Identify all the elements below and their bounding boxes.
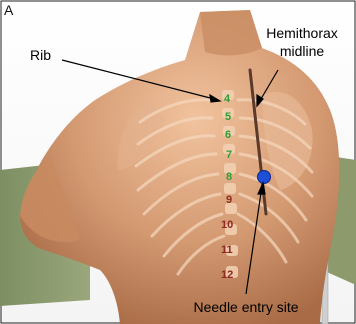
rib-number-9: 9 [226, 194, 232, 206]
hemithorax-line2: midline [250, 42, 354, 60]
rib-number-4: 4 [224, 93, 230, 105]
rib-number-10: 10 [221, 219, 233, 231]
rib-number-11: 11 [221, 244, 233, 256]
needle-entry-callout: Needle entry site [150, 298, 342, 316]
rib-number-8: 8 [226, 171, 232, 183]
rib-number-5: 5 [225, 111, 231, 123]
rib-callout: Rib [30, 46, 51, 64]
rib-number-6: 6 [225, 129, 231, 141]
hemithorax-callout: Hemithorax midline [250, 24, 354, 60]
hemithorax-line1: Hemithorax [250, 24, 354, 42]
panel-label: A [4, 2, 13, 18]
rib-number-7: 7 [226, 149, 232, 161]
rib-number-12: 12 [221, 269, 233, 281]
needle-entry-dot [258, 171, 271, 184]
